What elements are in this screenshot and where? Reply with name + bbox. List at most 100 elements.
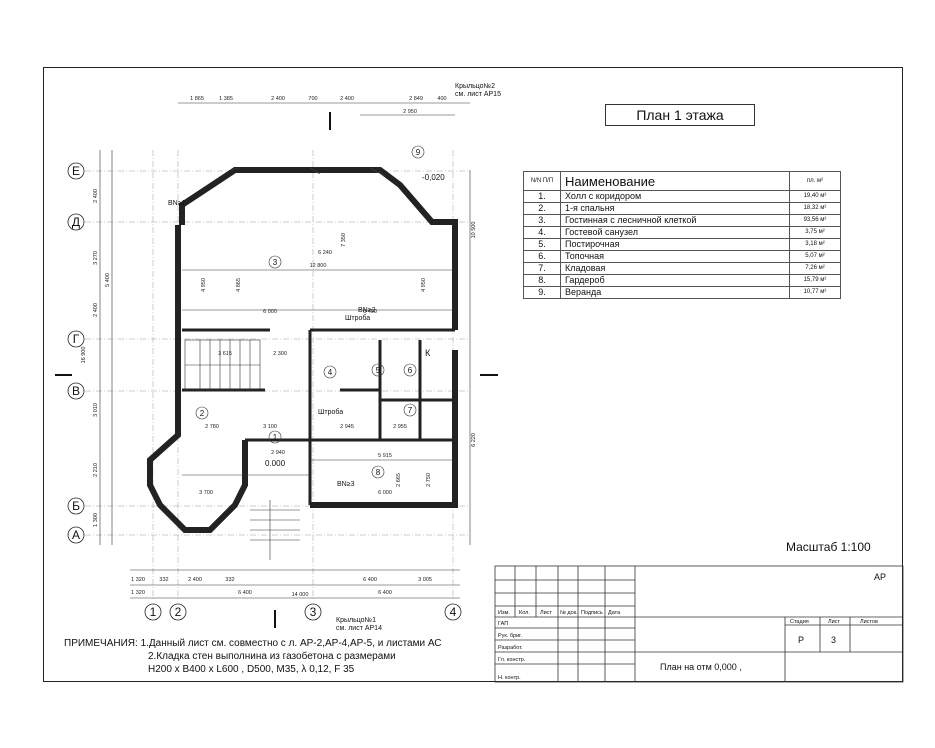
- vent-label-2: ВN≥2: [358, 307, 376, 314]
- porch1-ref: см. лист АР14: [336, 625, 382, 632]
- note-line-1: ПРИМЕЧАНИЯ: 1.Данный лист см. совместно …: [64, 638, 442, 649]
- scale-label: Масштаб 1:100: [786, 540, 871, 554]
- table-row: 4. Гостевой санузел 3,75 м²: [523, 226, 841, 239]
- axis-a-label: А: [72, 528, 80, 542]
- stamp-col-list: Лист: [540, 610, 552, 616]
- top-dim-3: 2 400: [271, 96, 285, 102]
- top-dim-8: 2 950: [403, 109, 417, 115]
- stamp-sheet-header: Лист: [828, 619, 840, 625]
- plan-annotations: -0,020 0.000 Штроба Штроба ВN≥2 ВN≥1 ВN≥…: [168, 83, 501, 632]
- row-area: 3,75 м²: [789, 226, 841, 239]
- note-line-2: 2.Кладка стен выполнина из газобетона с …: [148, 651, 396, 662]
- top-dim-7: 400: [437, 96, 446, 102]
- total-width: 14 000: [292, 592, 309, 598]
- stamp-col-sign: Подпись: [581, 610, 603, 616]
- room-9-marker: 9: [416, 148, 421, 157]
- stamp-role-konstr: Гл. констр.: [498, 657, 526, 663]
- room-dim-v3: 4 950: [421, 278, 427, 292]
- row-area: 7,26 м²: [789, 262, 841, 275]
- row-num: 8.: [523, 274, 561, 287]
- axis-grid: [85, 150, 470, 600]
- room-5-marker: 5: [376, 366, 381, 375]
- header-name: Наименование: [560, 171, 790, 191]
- section-markers: [55, 112, 498, 628]
- room-dim-1: 12 800: [310, 263, 327, 269]
- room-dim-v2: 4 950: [201, 278, 207, 292]
- header-num: N/N П/П: [523, 171, 561, 191]
- stamp-col-date: Дата: [608, 610, 621, 616]
- note-line-3: Н200 х В400 х L600 , D500, М35, λ 0,12, …: [148, 664, 355, 675]
- row-name: 1-я спальня: [560, 202, 790, 215]
- room-7-marker: 7: [408, 406, 413, 415]
- room-2-marker: 2: [200, 409, 205, 418]
- interior-walls: [182, 328, 455, 505]
- room-dim-12: 3 700: [199, 490, 213, 496]
- row-num: 6.: [523, 250, 561, 263]
- right-dim-1: 10 500: [471, 222, 477, 239]
- room-schedule-table: N/N П/П Наименование пл. м² 1. Холл с ко…: [523, 171, 841, 299]
- row-num: 4.: [523, 226, 561, 239]
- axis-row-bubbles: Е Д Г В Б А: [67, 162, 85, 544]
- stamp-role-nkontr: Н. контр.: [498, 675, 521, 681]
- porch1-label: Крыльцо№1: [336, 617, 376, 624]
- porch-steps: [250, 500, 300, 560]
- total-height: 16 900: [81, 347, 87, 364]
- top-dim-1: 1 865: [190, 96, 204, 102]
- room-table-header: N/N П/П Наименование пл. м²: [523, 171, 841, 191]
- boiler-label: К: [425, 348, 431, 358]
- stamp-stage-header: Стадия: [790, 619, 809, 625]
- stamp-sheet-value: 3: [831, 635, 836, 645]
- bottom-dim-4: 332: [225, 577, 234, 583]
- row-name: Топочная: [560, 250, 790, 263]
- axis-g-label: Г: [73, 332, 80, 346]
- row-area: 19,40 м²: [789, 190, 841, 203]
- room-dim-11: 3 100: [263, 424, 277, 430]
- left-dim-7: 1 300: [93, 513, 99, 527]
- bottom-dim-6: 3 005: [418, 577, 432, 583]
- table-row: 2. 1-я спальня 18,32 м²: [523, 202, 841, 215]
- stamp-role-gap: ГАП: [498, 621, 508, 627]
- room-1-marker: 1: [273, 433, 278, 442]
- bottom-dim-9: 6 400: [378, 590, 392, 596]
- room-dim-10: 2 955: [393, 424, 407, 430]
- room-dim-5: 3 615: [218, 351, 232, 357]
- row-area: 93,56 м²: [789, 214, 841, 227]
- left-dim-1: 2 400: [93, 189, 99, 203]
- left-dim-5: 3 010: [93, 403, 99, 417]
- bottom-dim-2: 332: [159, 577, 168, 583]
- shtroba-label-2: Штроба: [318, 408, 343, 416]
- row-name: Гардероб: [560, 274, 790, 287]
- row-area: 15,79 м²: [789, 274, 841, 287]
- room-8-marker: 8: [376, 468, 381, 477]
- room-dim-6: 2 300: [273, 351, 287, 357]
- stamp-role-ruk: Рук. бриг.: [498, 633, 522, 639]
- row-num: 3.: [523, 214, 561, 227]
- table-row: 9. Веранда 10,77 м²: [523, 286, 841, 299]
- bottom-dim-1: 1 320: [131, 577, 145, 583]
- room-dim-4: 6 400: [363, 309, 377, 315]
- axis-e-label: Е: [72, 164, 80, 178]
- vertical-dimension-texts: 2 400 3 270 5 400 2 400 3 010 2 210 1 30…: [81, 189, 477, 527]
- stamp-code: АР: [874, 572, 886, 582]
- bottom-dim-7: 1 320: [131, 590, 145, 596]
- stamp-drawing-name: План на отм 0,000 ,: [660, 662, 742, 672]
- top-dim-5: 2 400: [340, 96, 354, 102]
- header-area: пл. м²: [789, 171, 841, 191]
- stamp-texts: Изм. Кол. Лист № док. Подпись Дата ГАП Р…: [498, 572, 886, 681]
- exterior-walls: [147, 167, 458, 533]
- room-dim-7: 5 915: [378, 453, 392, 459]
- room-dim-v6: 2 750: [426, 473, 432, 487]
- axis-4-label: 4: [450, 605, 457, 619]
- table-row: 8. Гардероб 15,79 м²: [523, 274, 841, 287]
- notes-block: ПРИМЕЧАНИЯ: 1.Данный лист см. совместно …: [64, 637, 442, 676]
- level-mark-1: -0,020: [422, 173, 445, 182]
- dimension-texts: 1 865 1 385 2 400 700 2 400 2 849 400 2 …: [131, 96, 446, 598]
- table-row: 3. Гостинная с лесничной клеткой 93,56 м…: [523, 214, 841, 227]
- axis-labels: Е Д Г В Б А 1 2 3 4: [67, 162, 462, 621]
- dimension-lines: [99, 102, 471, 599]
- axis-1-label: 1: [150, 605, 157, 619]
- axis-2-label: 2: [175, 605, 182, 619]
- sheet-frame: [43, 67, 903, 682]
